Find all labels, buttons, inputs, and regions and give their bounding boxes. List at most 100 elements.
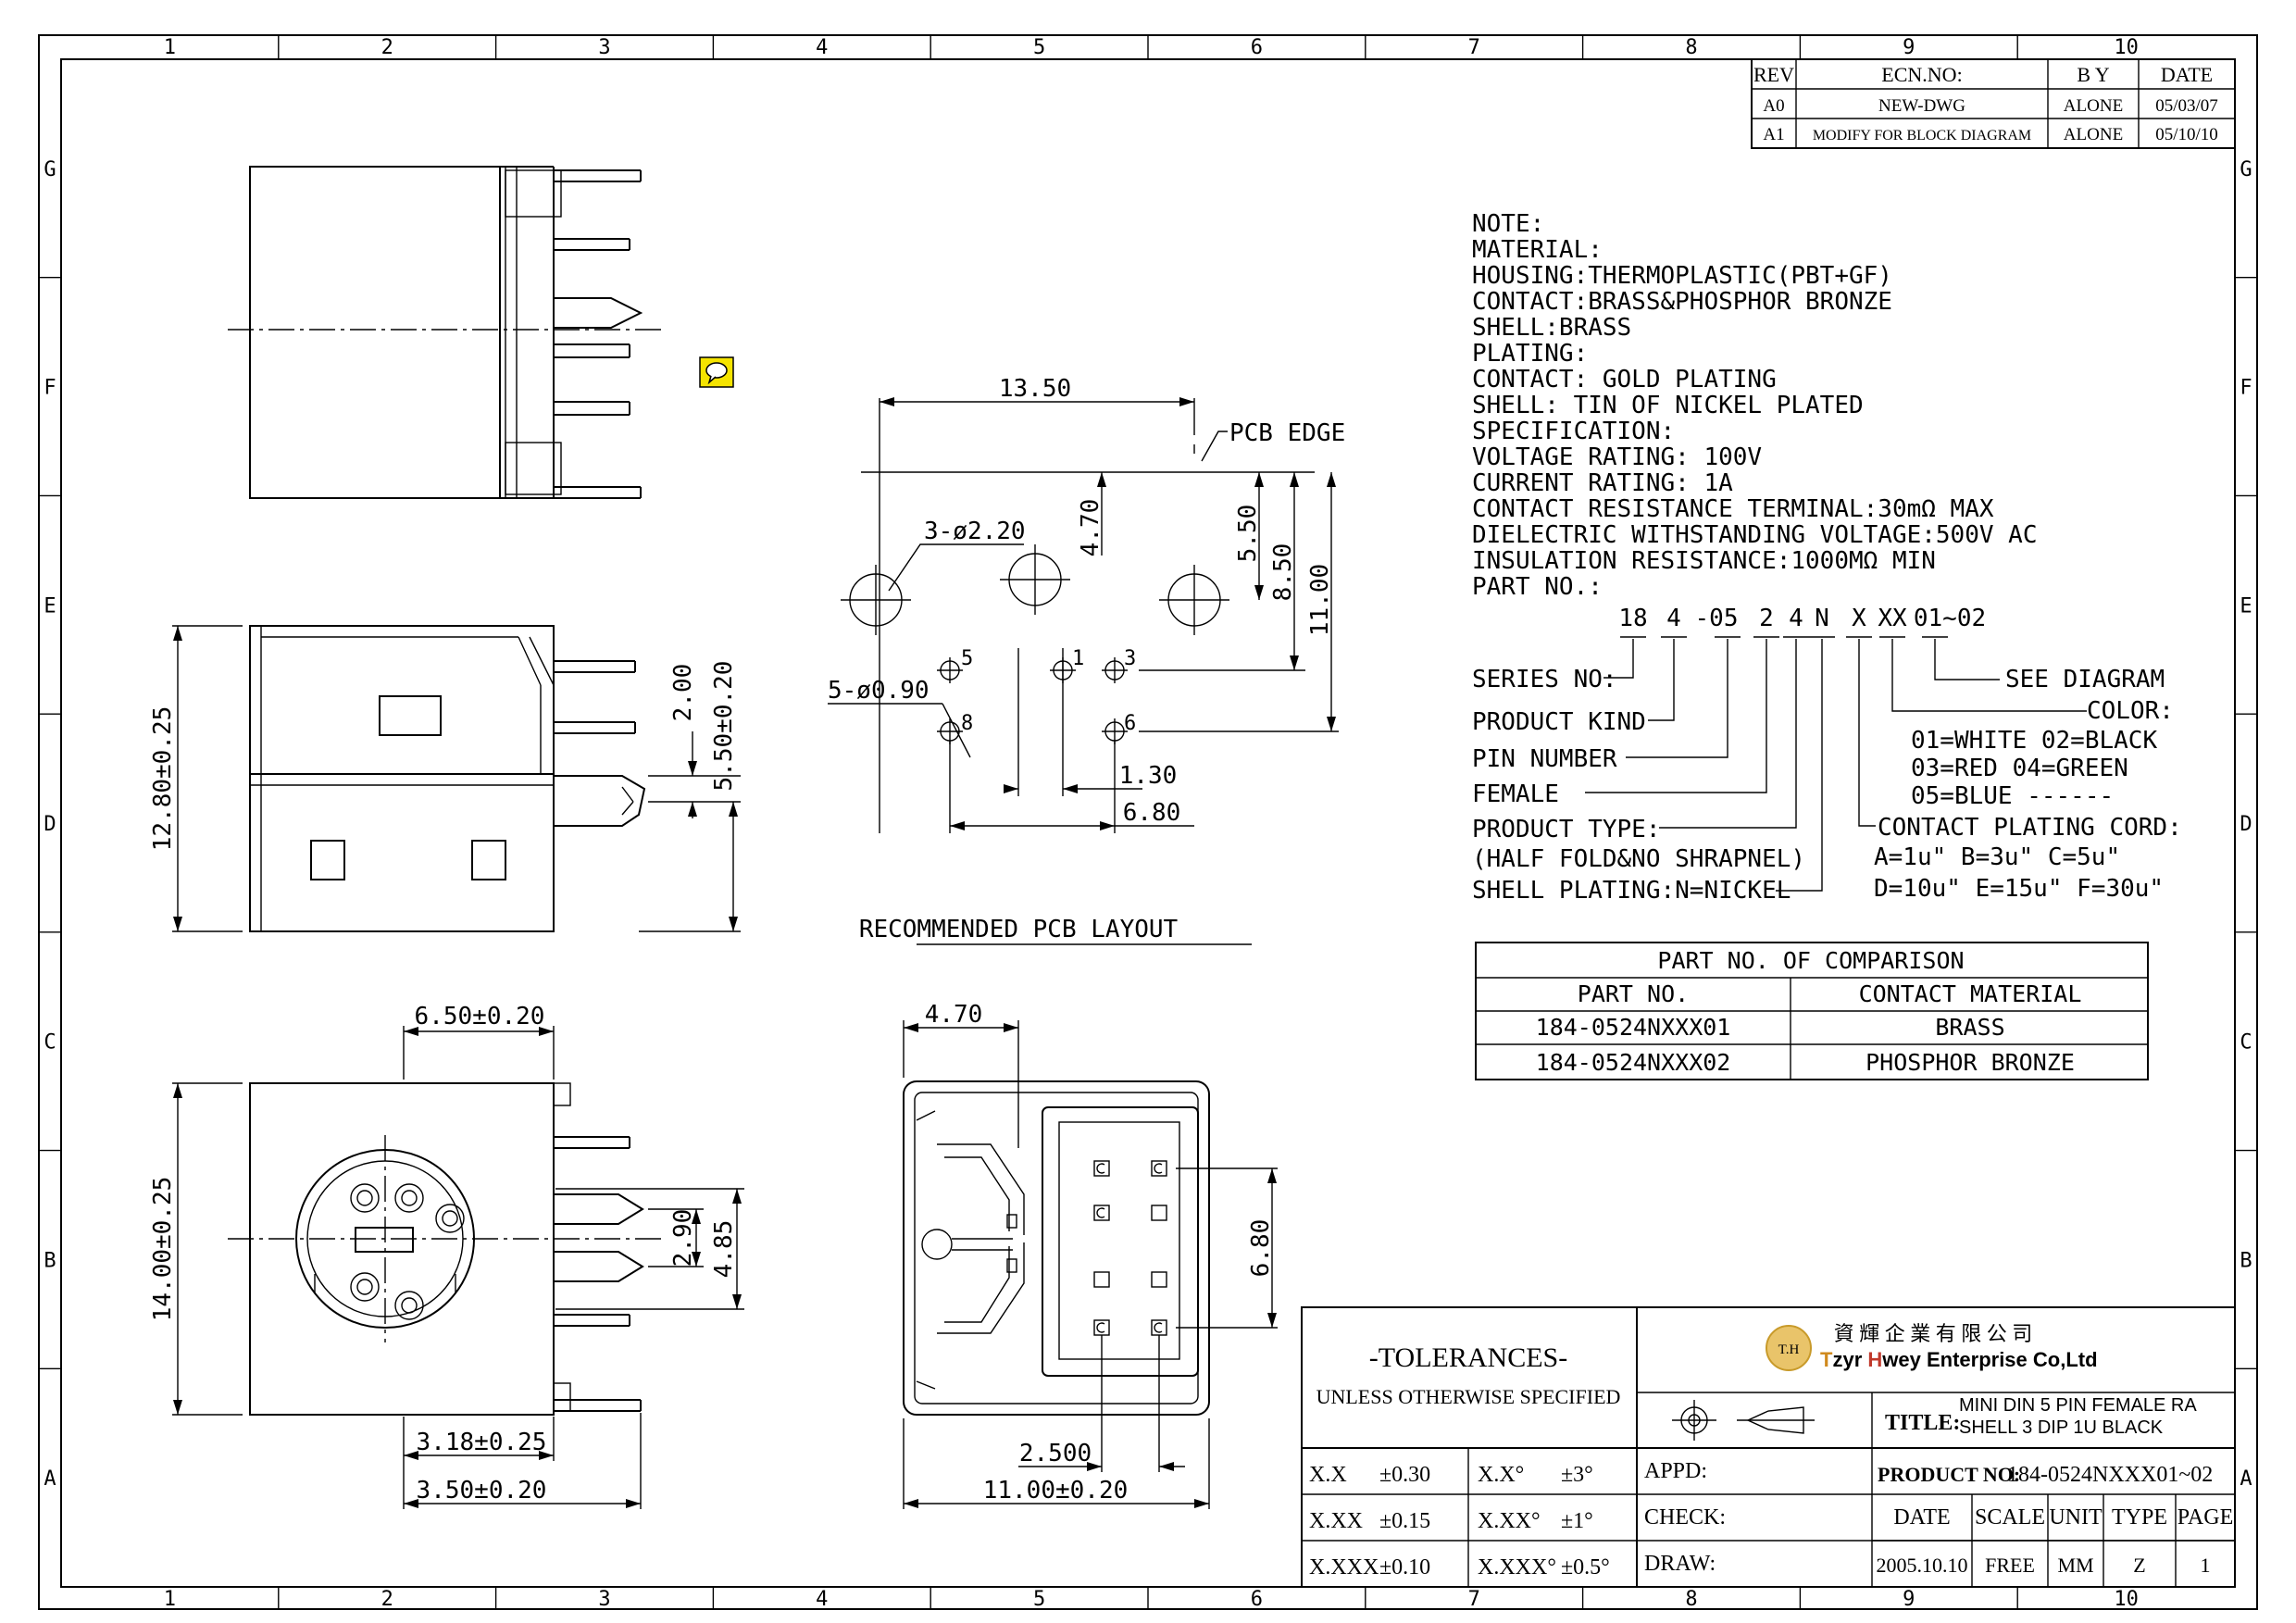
- logo-text: T.H: [1778, 1342, 1800, 1357]
- column-marker: 5: [1033, 36, 1045, 59]
- appd-label: APPD:: [1644, 1459, 1707, 1483]
- company-logo: T.H: [1766, 1325, 1812, 1371]
- note-line: CONTACT RESISTANCE TERMINAL:30mΩ MAX: [1472, 495, 1994, 523]
- rev-cell: A1: [1763, 125, 1784, 144]
- tolerance-value: ±0.5°: [1561, 1555, 1610, 1579]
- tolerance-key: X.XXX: [1309, 1555, 1379, 1579]
- pcb-d850-dim: 8.50: [1269, 543, 1297, 602]
- holes-small-label: 5-ø0.90: [828, 677, 930, 705]
- front-d290-dim: 2.90: [669, 1209, 697, 1267]
- part-code-label: SERIES NO:: [1472, 666, 1617, 693]
- note-line: SPECIFICATION:: [1472, 418, 1675, 445]
- tolerance-value: ±3°: [1561, 1463, 1593, 1487]
- note-line: CURRENT RATING: 1A: [1472, 469, 1733, 497]
- column-marker: 3: [598, 1588, 610, 1611]
- note-line: CONTACT:BRASS&PHOSPHOR BRONZE: [1472, 288, 1892, 316]
- check-label: CHECK:: [1644, 1505, 1726, 1529]
- tolerance-key: X.X°: [1478, 1463, 1524, 1487]
- pcb-d680-dim: 6.80: [1123, 799, 1181, 827]
- plating-title: CONTACT PLATING CORD:: [1878, 814, 2182, 842]
- draw-label: DRAW:: [1644, 1552, 1716, 1576]
- tolerance-value: ±0.10: [1379, 1555, 1430, 1579]
- row-marker: E: [2240, 594, 2252, 618]
- holes-large-label: 3-ø2.20: [924, 518, 1026, 545]
- product-no: 184-0524NXXX01~02: [2007, 1463, 2213, 1487]
- part-code-segment: 01~02: [1914, 605, 1986, 632]
- column-marker: 6: [1251, 1588, 1263, 1611]
- title-block-value: FREE: [1985, 1554, 2035, 1577]
- part-code-segment: 2: [1759, 605, 1774, 632]
- contact-pad: [1151, 1205, 1167, 1221]
- pcb-d550-dim: 5.50: [1234, 505, 1262, 563]
- color-line: 01=WHITE 02=BLACK: [1911, 727, 2157, 755]
- pcb-d130-dim: 1.30: [1119, 762, 1178, 790]
- ecn-cell: NEW-DWG: [1878, 96, 1965, 116]
- tolerance-key: X.X: [1309, 1463, 1347, 1487]
- part-code-label: PIN NUMBER: [1472, 745, 1617, 773]
- part-code-label: PRODUCT KIND: [1472, 708, 1646, 736]
- rear-d680-dim: 6.80: [1247, 1219, 1275, 1278]
- rear-view: 4.70 6.80 2.500 11.00±0.20: [903, 1001, 1278, 1509]
- rear-d2500-dim: 2.500: [1019, 1440, 1092, 1467]
- contact-pad: [1151, 1271, 1167, 1288]
- projection-symbol: [1672, 1400, 1815, 1441]
- pcb-d1100-dim: 11.00: [1306, 564, 1334, 636]
- contact-hole: [350, 1183, 380, 1213]
- note-line: DIELECTRIC WITHSTANDING VOLTAGE:500V AC: [1472, 521, 2037, 549]
- note-line: SHELL: TIN OF NICKEL PLATED: [1472, 392, 1864, 419]
- ecn-header: ECN.NO:: [1881, 63, 1962, 86]
- comparison-title: PART NO. OF COMPARISON: [1657, 947, 1964, 974]
- note-line: NOTE:: [1472, 210, 1544, 238]
- notes-block: NOTE:MATERIAL:HOUSING:THERMOPLASTIC(PBT+…: [1472, 210, 2037, 601]
- revision-table: REV ECN.NO: B Y DATE A0 NEW-DWG ALONE 05…: [1751, 58, 2236, 149]
- front-d318-dim: 3.18±0.25: [417, 1429, 547, 1456]
- front-height-dim: 14.00±0.25: [149, 1177, 177, 1322]
- comparison-header: PART NO.: [1578, 980, 1689, 1007]
- see-diagram: SEE DIAGRAM: [2005, 666, 2165, 693]
- side-height-dim: 12.80±0.25: [149, 706, 177, 852]
- title-block: -TOLERANCES- UNLESS OTHERWISE SPECIFIED …: [1301, 1306, 2236, 1588]
- comparison-cell: PHOSPHOR BRONZE: [1866, 1049, 2075, 1076]
- title-block-header: TYPE: [2112, 1505, 2167, 1529]
- by-header: B Y: [2077, 63, 2109, 86]
- part-code-label: SHELL PLATING:N=NICKEL: [1472, 877, 1791, 905]
- tolerance-value: ±0.30: [1379, 1463, 1430, 1487]
- part-code-segment: N: [1815, 605, 1829, 632]
- column-marker: 8: [1685, 36, 1697, 59]
- contact-hole: [394, 1291, 424, 1320]
- comment-icon[interactable]: [699, 356, 734, 388]
- part-code-segment: 4: [1666, 605, 1681, 632]
- part-code-segment: 4: [1789, 605, 1803, 632]
- row-marker: G: [44, 158, 56, 181]
- title-label: TITLE:: [1885, 1411, 1960, 1435]
- rear-width-dim: 11.00±0.20: [983, 1477, 1129, 1504]
- color-title: COLOR:: [2087, 697, 2174, 725]
- row-marker: D: [2240, 813, 2252, 836]
- title-block-value: 2005.10.10: [1877, 1554, 1968, 1577]
- date-cell: 05/03/07: [2155, 96, 2218, 116]
- part-code-segment: -05: [1695, 605, 1739, 632]
- row-marker: F: [44, 377, 56, 400]
- note-line: CONTACT: GOLD PLATING: [1472, 366, 1777, 393]
- note-line: VOLTAGE RATING: 100V: [1472, 443, 1762, 471]
- column-marker: 3: [598, 36, 610, 59]
- tolerance-key: X.XXX°: [1478, 1555, 1556, 1579]
- contact-pad: [1151, 1160, 1167, 1177]
- pcb-edge-label: PCB EDGE: [1229, 419, 1345, 447]
- plating-line: D=10u" E=15u" F=30u": [1874, 875, 2164, 903]
- part-code-label: (HALF FOLD&NO SHRAPNEL): [1472, 845, 1805, 873]
- tolerance-value: ±0.15: [1379, 1509, 1430, 1533]
- column-marker: 1: [164, 1588, 176, 1611]
- row-marker: E: [44, 594, 56, 618]
- part-code-segment: XX: [1878, 605, 1907, 632]
- column-marker: 6: [1251, 36, 1263, 59]
- comparison-cell: 184-0524NXXX02: [1536, 1049, 1731, 1076]
- column-marker: 10: [2114, 1588, 2139, 1611]
- part-code-segment: X: [1852, 605, 1866, 632]
- title-block-header: SCALE: [1975, 1505, 2045, 1529]
- part-code-segment: 18: [1618, 605, 1647, 632]
- top-view: [228, 166, 667, 499]
- color-line: 03=RED 04=GREEN: [1911, 755, 2128, 782]
